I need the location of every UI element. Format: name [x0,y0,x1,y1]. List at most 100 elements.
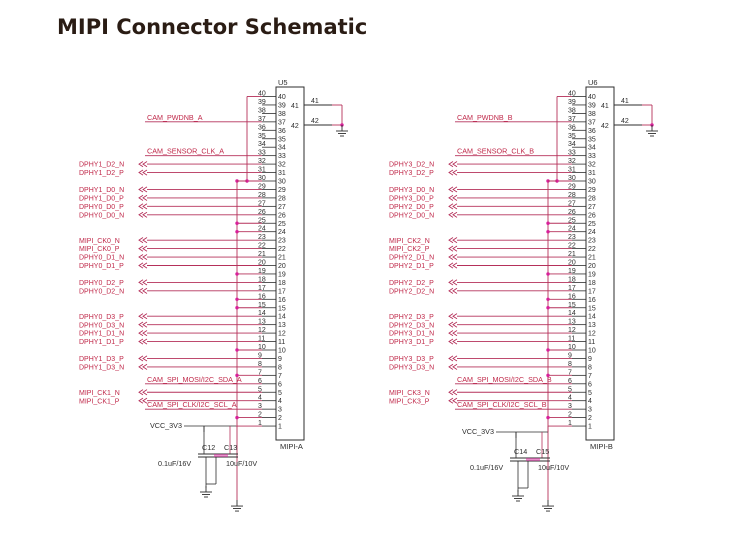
pin-number-inner: 42 [601,123,609,130]
pin-number-inner: 11 [278,339,285,346]
pin-number-outer: 25 [258,217,266,224]
pin-number-outer: 42 [621,118,629,125]
pwdn-net-label: CAM_PWDNB_A [147,113,203,122]
pin-number-outer: 23 [258,234,266,241]
connector-body [585,86,615,441]
pin-number-inner: 29 [588,187,596,194]
pin-number-inner: 27 [278,204,286,211]
pin-number-outer: 9 [568,352,572,359]
pin-number-inner: 8 [588,364,592,371]
cap-ref: C12 [202,443,215,452]
junction-dot [235,348,239,352]
junction-dot [546,415,550,420]
pin-number-inner: 24 [588,229,596,236]
offpage-connector-icon [138,338,148,345]
pin-number-outer: 1 [568,420,572,427]
pin-number-outer: 13 [568,319,576,326]
net-label-dphy2-d3-p: DPHY2_D3_P [389,314,434,321]
pin-number-outer: 7 [258,369,262,376]
pin-number-inner: 22 [278,246,286,253]
offpage-connector-icon [138,287,148,294]
pin-number-outer: 38 [568,107,576,114]
scl-net-label: CAM_SPI_CLK/I2C_SCL_A [147,400,237,409]
pin-number-outer: 24 [568,226,576,233]
junction-dot [546,348,550,352]
pin-number-outer: 27 [568,200,576,207]
net-label-dphy2-d0-p: DPHY2_D0_P [389,204,434,211]
sensor-clk-net-label: CAM_SENSOR_CLK_B [457,147,534,156]
ground-symbol [200,486,212,498]
offpage-connector-icon [448,338,458,345]
pin-number-inner: 9 [278,356,282,363]
pin-number-outer: 6 [258,378,262,385]
offpage-connector-icon [138,186,148,193]
net-label-dphy1-d0-n: DPHY1_D0_N [79,187,124,194]
pin-number-inner: 30 [588,179,596,186]
cap-value: 10uF/10V [538,463,569,472]
offpage-connector-icon [448,203,458,210]
offpage-connector-icon [138,330,148,337]
pin-number-outer: 41 [311,98,319,105]
offpage-connector-icon [138,313,148,320]
pin-number-inner: 39 [588,102,596,109]
junction-dot [546,373,550,378]
net-label-dphy1-d3-n: DPHY1_D3_N [79,365,124,372]
pin-number-outer: 14 [568,310,576,317]
pin-number-outer: 30 [258,175,266,182]
pin-number-outer: 19 [568,268,576,275]
pin-number-inner: 5 [588,390,592,397]
pin-number-outer: 9 [258,352,262,359]
pin-number-inner: 35 [588,136,596,143]
sensor-clk-net-label: CAM_SENSOR_CLK_A [147,147,224,156]
pin-number-outer: 38 [258,107,266,114]
net-label-dphy3-d3-n: DPHY3_D3_N [389,365,434,372]
pin-number-outer: 26 [568,209,576,216]
pin-number-outer: 27 [258,200,266,207]
net-label-dphy3-d3-p: DPHY3_D3_P [389,356,434,363]
offpage-connector-icon [138,355,148,362]
net-label-dphy0-d3-n: DPHY0_D3_N [79,322,124,329]
pin-number-outer: 13 [258,319,266,326]
pin-number-inner: 15 [588,305,596,312]
net-label-dphy1-d1-p: DPHY1_D1_P [79,339,124,346]
pin-number-outer: 33 [568,150,576,157]
offpage-connector-icon [448,254,458,261]
net-label-dphy0-d0-n: DPHY0_D0_N [79,212,124,219]
pin-number-outer: 18 [258,276,266,283]
pin-number-outer: 10 [568,344,576,351]
net-label-dphy2-d1-p: DPHY2_D1_P [389,263,434,270]
offpage-connector-icon [138,161,148,168]
junction-dot [546,297,550,301]
offpage-connector-icon [448,279,458,286]
pin-number-inner: 6 [588,381,592,388]
pin-number-inner: 26 [278,212,286,219]
offpage-connector-icon [138,254,148,261]
pin-number-inner: 14 [278,314,286,321]
pin-number-outer: 37 [568,116,576,123]
pin-number-inner: 31 [278,170,286,177]
ground-symbol [542,500,554,512]
net-label-dphy3-d2-n: DPHY3_D2_N [389,162,434,169]
pin-number-outer: 21 [258,251,266,258]
cap-fill [526,458,540,461]
pin-number-outer: 3 [568,403,572,410]
pin-number-inner: 12 [278,331,286,338]
offpage-connector-icon [138,321,148,328]
pin-number-inner: 40 [278,94,286,101]
pin-number-outer: 16 [568,293,576,300]
vcc-net-label: VCC_3V3 [462,427,494,436]
pin-number-inner: 5 [278,390,282,397]
pin-number-outer: 15 [258,302,266,309]
cap-value: 0.1uF/16V [470,463,503,472]
net-label-dphy3-d1-p: DPHY3_D1_P [389,339,434,346]
pin-number-inner: 21 [278,255,286,262]
junction-dot [235,230,239,234]
pin-number-inner: 28 [278,195,286,202]
pin-number-outer: 34 [568,141,576,148]
pin-number-outer: 1 [258,420,262,427]
pin-number-outer: 39 [258,99,266,106]
pin-number-outer: 40 [258,91,266,98]
